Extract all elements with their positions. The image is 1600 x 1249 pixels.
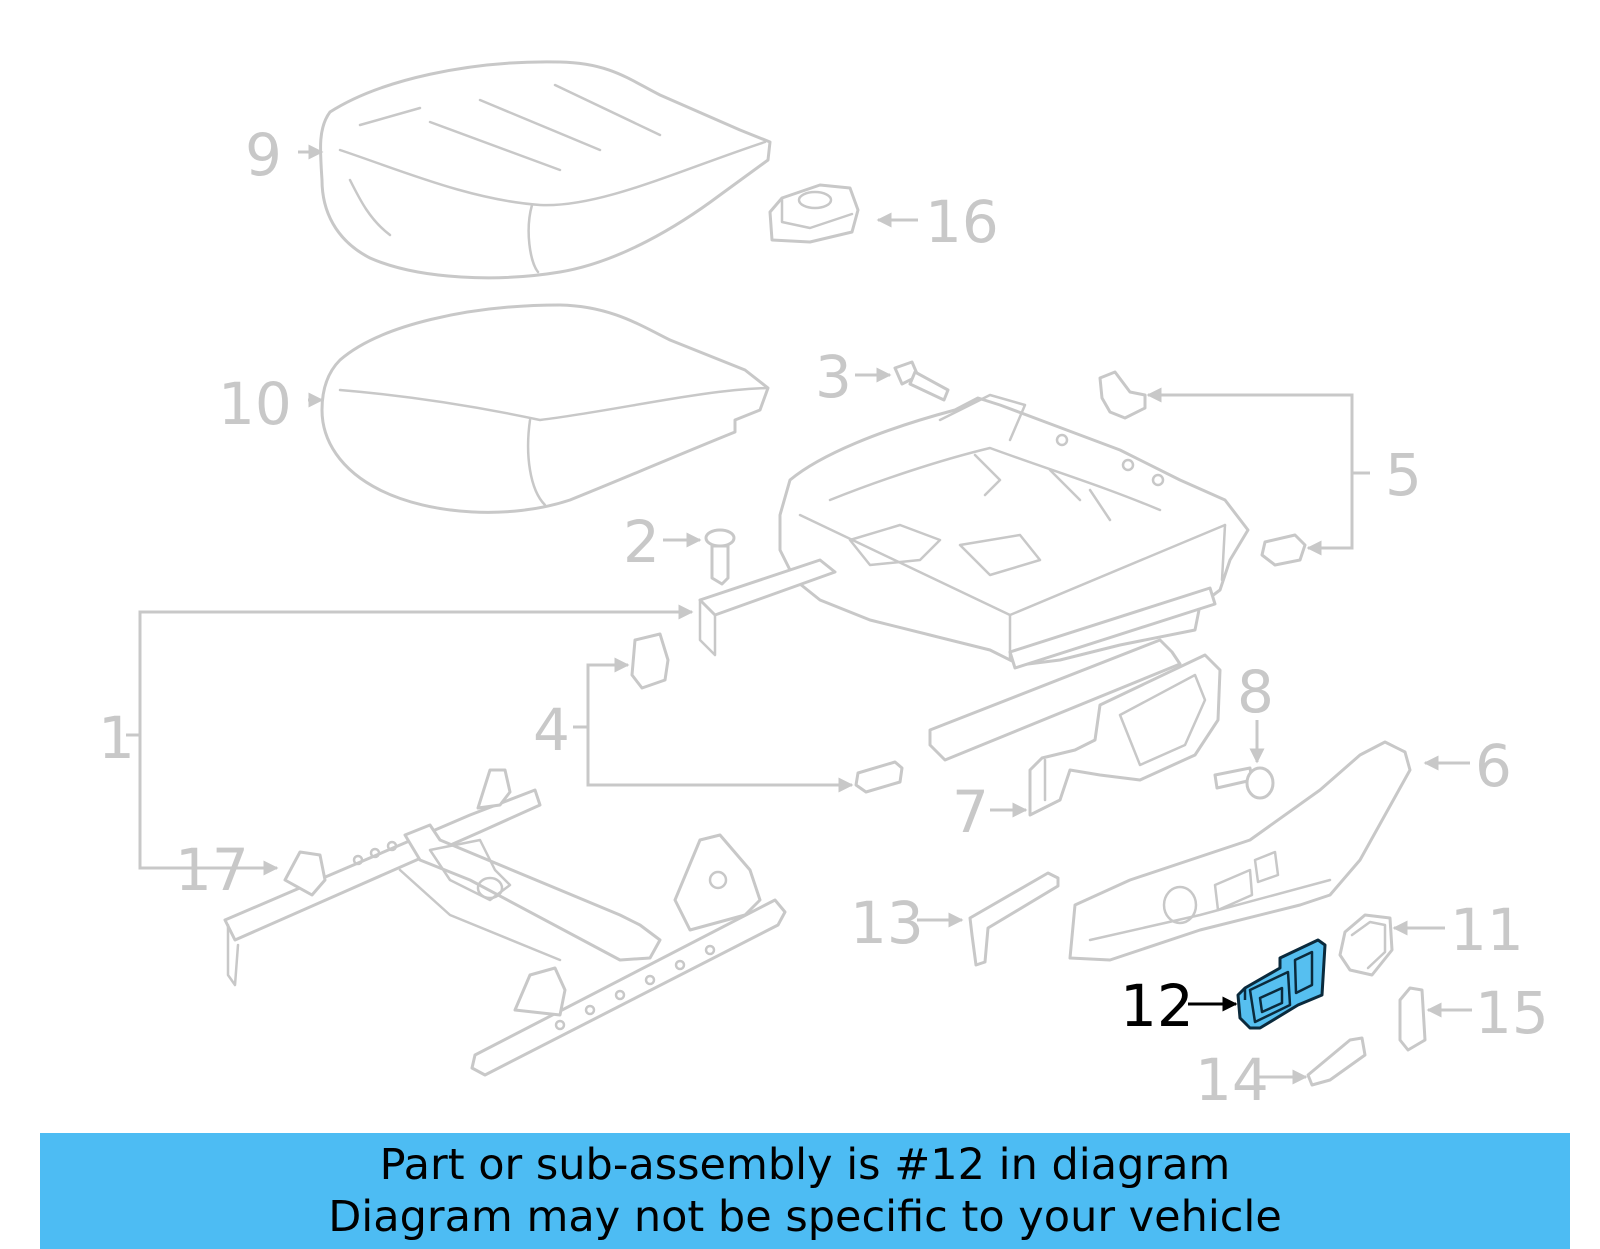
- part-6-side-shield[interactable]: [1068, 740, 1412, 962]
- part-16-bracket[interactable]: [768, 183, 860, 244]
- callout-17[interactable]: 17: [175, 836, 249, 904]
- callout-13[interactable]: 13: [850, 889, 924, 957]
- seat-frame-assembly[interactable]: [778, 393, 1250, 670]
- callout-9[interactable]: 9: [245, 121, 282, 189]
- part-12-switch-assembly[interactable]: [1236, 938, 1327, 1030]
- part-8-screw[interactable]: [1213, 766, 1275, 800]
- info-banner: Part or sub-assembly is #12 in diagram D…: [40, 1133, 1570, 1249]
- part-11-switch-knob[interactable]: [1338, 913, 1394, 977]
- part-2-bolt[interactable]: [704, 528, 736, 586]
- callout-7[interactable]: 7: [952, 778, 989, 846]
- part-14-knob[interactable]: [1306, 1036, 1367, 1087]
- callout-12[interactable]: 12: [1120, 972, 1194, 1040]
- callout-15[interactable]: 15: [1475, 979, 1549, 1047]
- callout-6[interactable]: 6: [1475, 732, 1512, 800]
- callout-1[interactable]: 1: [98, 704, 135, 772]
- leader-lines: [126, 144, 1472, 1085]
- part-4-clips[interactable]: [630, 632, 904, 794]
- part-10-cushion-pad[interactable]: [320, 303, 770, 514]
- callout-16[interactable]: 16: [925, 188, 999, 256]
- seat-slide-rails[interactable]: [698, 558, 1182, 762]
- part-17-seat-track[interactable]: [223, 768, 787, 1077]
- callout-4[interactable]: 4: [533, 696, 570, 764]
- callout-labels: 9 16 10 3 5 2 1 4 8 6 7 17 13 11 12 15 1…: [98, 121, 1549, 1114]
- callout-11[interactable]: 11: [1450, 896, 1524, 964]
- callout-10[interactable]: 10: [218, 370, 292, 438]
- part-3-bolt[interactable]: [893, 360, 950, 402]
- banner-line-1: Part or sub-assembly is #12 in diagram: [379, 1140, 1231, 1190]
- part-13-trim-strip[interactable]: [968, 871, 1060, 967]
- part-5-clips[interactable]: [1098, 370, 1307, 567]
- part-15-cap[interactable]: [1398, 986, 1427, 1052]
- callout-14[interactable]: 14: [1195, 1046, 1269, 1114]
- part-7-side-bracket[interactable]: [1028, 653, 1222, 817]
- callout-8[interactable]: 8: [1237, 658, 1274, 726]
- callout-3[interactable]: 3: [815, 343, 852, 411]
- callout-5[interactable]: 5: [1385, 441, 1422, 509]
- part-9-seat-cover[interactable]: [319, 60, 772, 280]
- banner-line-2: Diagram may not be specific to your vehi…: [328, 1192, 1282, 1242]
- callout-2[interactable]: 2: [623, 508, 660, 576]
